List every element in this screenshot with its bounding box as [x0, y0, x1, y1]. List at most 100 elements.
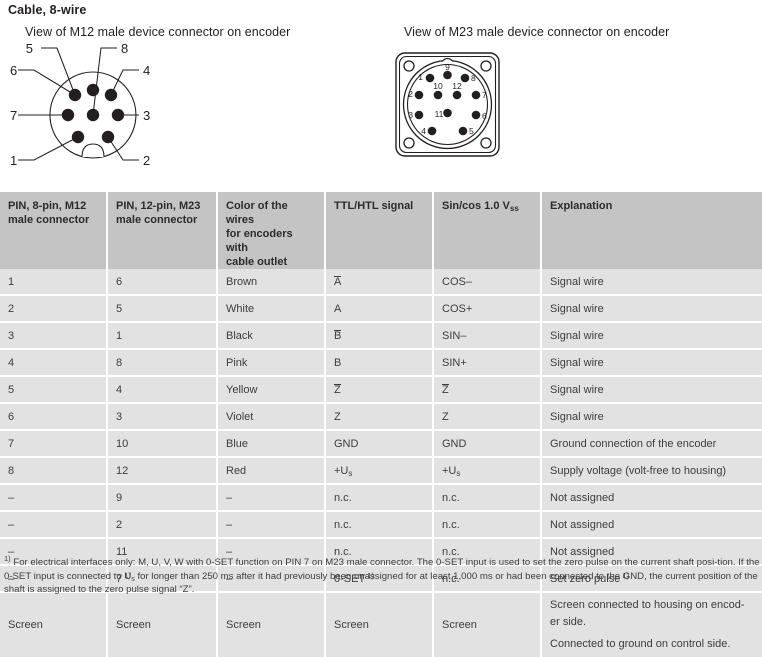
cell-sincos-signal: SIN+ — [433, 349, 542, 378]
table-header-row: PIN, 8-pin, M12 male connector PIN, 12-p… — [0, 192, 762, 270]
cell-m23-pin: 1 — [107, 322, 218, 351]
cell-m12-pin: – — [0, 511, 108, 540]
cell-ttl-htl-signal: A — [325, 269, 434, 297]
header-line: for encoders with — [226, 228, 293, 255]
m12-connector-diagram: 5 8 6 4 7 3 1 2 — [10, 41, 150, 168]
m23-pin-7 — [471, 90, 481, 100]
cell-m23-pin: 8 — [107, 349, 218, 378]
cell-explanation: Supply voltage (volt-free to housing) — [541, 457, 762, 486]
table-row: –9–n.c.n.c.Not assigned — [0, 484, 762, 513]
header-line: PIN, 12-pin, M23 — [116, 200, 201, 212]
cell-m12-pin: – — [0, 538, 108, 567]
cell-m12-pin: 5 — [0, 376, 108, 405]
cell-m23-pin: 12 — [107, 457, 218, 486]
cell-m12-pin: 3 — [0, 322, 108, 351]
cell-sincos-signal: n.c. — [433, 538, 542, 567]
cell-ttl-htl-signal: n.c. — [325, 538, 434, 567]
header-line: male connector — [116, 214, 198, 227]
cell-sincos-signal: n.c. — [433, 484, 542, 513]
cell-ttl-htl-signal: 0-SET 1) — [325, 565, 434, 594]
cell-wire-color: – — [217, 511, 326, 540]
cell-m12-pin: 7 — [0, 430, 108, 459]
header-line: PIN, 8-pin, M12 — [8, 200, 87, 212]
m12-label-6: 6 — [10, 63, 17, 78]
m23-mount-hole-tl — [403, 60, 415, 72]
cell-m23-pin: 3 — [107, 403, 218, 432]
header-line: Sin/cos 1.0 V — [442, 200, 510, 212]
cell-wire-color: – — [217, 538, 326, 567]
header-line: TTL/HTL signal — [334, 200, 414, 212]
m23-label-8: 8 — [471, 73, 476, 83]
cell-ttl-htl-signal: n.c. — [325, 511, 434, 540]
footnote-marker: 1) — [4, 554, 11, 563]
footnote-text-a: For electrical interfaces only: M, U, V,… — [4, 557, 760, 582]
cell-ttl-htl-signal: GND — [325, 430, 434, 459]
m23-pin-8 — [460, 73, 470, 83]
m12-label-8: 8 — [121, 41, 128, 56]
cell-m12-pin: – — [0, 565, 108, 594]
m12-pin-5 — [86, 83, 100, 97]
cell-sincos-signal: Z — [433, 403, 542, 432]
m23-pin-2 — [414, 90, 424, 100]
m12-label-3: 3 — [143, 108, 150, 123]
page-root: Cable, 8-wire View of M12 male device co… — [0, 3, 762, 657]
cell-explanation: Not assigned — [541, 484, 762, 513]
cell-sincos-signal: n.c. — [433, 511, 542, 540]
table-row: –2–n.c.n.c.Not assigned — [0, 511, 762, 540]
cell-screen-explanation: Screen connected to housing on encod-er … — [541, 592, 762, 657]
cell-m23-pin: 2 — [107, 511, 218, 540]
m23-mount-hole-br — [480, 137, 492, 149]
column-header-m12-pin: PIN, 8-pin, M12 male connector — [0, 192, 108, 270]
cell-explanation: Signal wire — [541, 349, 762, 378]
m23-label-2: 2 — [408, 89, 413, 99]
cell-ttl-htl-signal: +Us — [325, 457, 434, 486]
cell-m23-pin: 7 1) — [107, 565, 218, 594]
m23-mount-hole-bl — [403, 137, 415, 149]
m23-pin-11 — [443, 108, 452, 118]
cell-wire-color: Red — [217, 457, 326, 486]
m12-label-7: 7 — [10, 108, 17, 123]
m23-pin-5 — [458, 126, 468, 136]
cell-wire-color: Violet — [217, 403, 326, 432]
m23-pin-1 — [425, 73, 435, 83]
cell-sincos-signal: +Us — [433, 457, 542, 486]
header-line: Explanation — [550, 200, 613, 212]
cell-m23-pin: 4 — [107, 376, 218, 405]
cell-m12-pin: 1 — [0, 269, 108, 297]
cell-explanation: Set zero pulse 1) — [541, 565, 762, 594]
m23-pin-12 — [452, 90, 462, 100]
cell-ttl-htl-signal: B — [325, 349, 434, 378]
cell-sincos-signal: GND — [433, 430, 542, 459]
cell-explanation: Ground connection of the encoder — [541, 430, 762, 459]
cell-ttl-htl-signal: B — [325, 322, 434, 351]
footnote: 1) For electrical interfaces only: M, U,… — [4, 554, 760, 597]
table-row: –7 1)–0-SET 1)n.c.Set zero pulse 1) — [0, 565, 762, 594]
column-header-explanation: Explanation — [541, 192, 762, 270]
cell-m23-pin: 10 — [107, 430, 218, 459]
pin-assignment-table: PIN, 8-pin, M12 male connector PIN, 12-p… — [0, 192, 762, 657]
cell-explanation: Signal wire — [541, 403, 762, 432]
footnote-text-b: for longer than 250 ms after it had prev… — [4, 570, 758, 596]
m23-label-5: 5 — [469, 126, 474, 136]
m23-mount-hole-tr — [480, 60, 492, 72]
m23-label-6: 6 — [482, 111, 487, 121]
cell-screen-color: Screen — [217, 592, 326, 657]
m23-connector-diagram: 1 9 8 2 10 12 7 3 11 6 4 5 — [395, 52, 500, 157]
cell-ttl-htl-signal: Z — [325, 376, 434, 405]
m23-pin-9 — [443, 70, 452, 80]
cell-sincos-signal: n.c. — [433, 565, 542, 594]
cell-explanation: Signal wire — [541, 295, 762, 324]
column-header-sincos: Sin/cos 1.0 Vss — [433, 192, 542, 270]
m12-label-1: 1 — [10, 153, 17, 168]
column-header-m23-pin: PIN, 12-pin, M23 male connector — [107, 192, 218, 270]
m12-label-5: 5 — [26, 41, 33, 56]
header-line: male connector — [8, 214, 90, 227]
cell-sincos-signal: COS– — [433, 269, 542, 297]
m23-label-7: 7 — [482, 90, 487, 100]
